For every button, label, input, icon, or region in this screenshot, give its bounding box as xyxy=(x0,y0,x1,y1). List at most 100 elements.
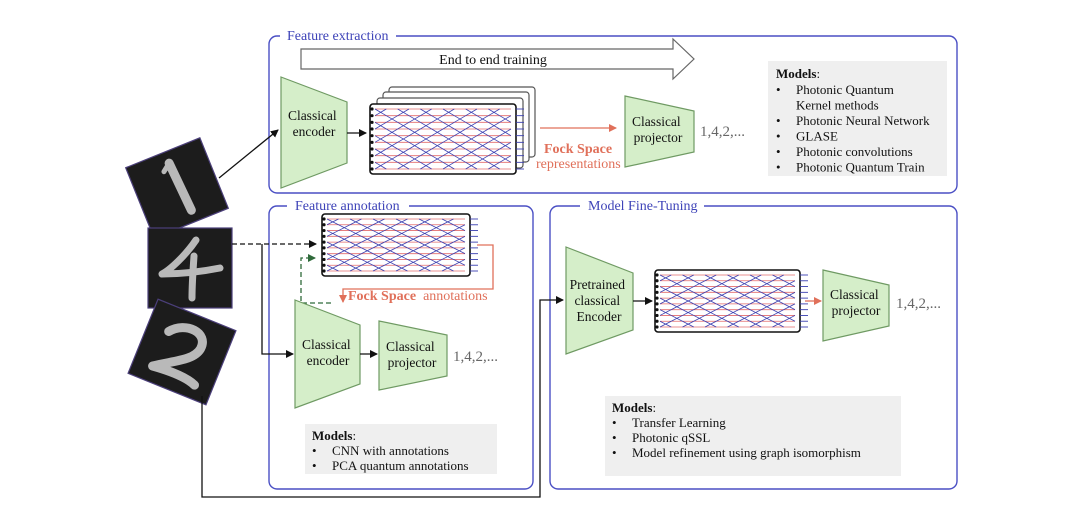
circuit-beamsplitter xyxy=(430,247,443,255)
circuit-beamsplitter xyxy=(374,148,387,157)
circuit-input-dot xyxy=(322,269,326,273)
circuit-beamsplitter xyxy=(783,303,796,311)
circuit-beamsplitter xyxy=(374,135,387,143)
circuit-beamsplitter xyxy=(659,274,672,282)
model-bullet: • xyxy=(312,458,317,473)
circuit-beamsplitter xyxy=(372,230,385,237)
circuit-beamsplitter xyxy=(408,128,421,137)
circuit-beamsplitter xyxy=(659,309,672,316)
circuit-beamsplitter xyxy=(476,115,489,123)
fa-encoder-line2: encoder xyxy=(307,353,350,368)
fe-projector-line2: projector xyxy=(634,130,683,145)
model-bullet: • xyxy=(776,129,781,144)
circuit-beamsplitter xyxy=(420,135,432,143)
circuit-beamsplitter xyxy=(338,235,351,243)
circuit-beamsplitter xyxy=(349,218,362,226)
circuit-beamsplitter xyxy=(442,108,455,117)
circuit-beamsplitter xyxy=(761,280,773,287)
fe-photonic-circuit xyxy=(369,103,524,175)
circuit-beamsplitter xyxy=(374,161,387,170)
circuit-input-dot xyxy=(655,308,659,312)
circuit-beamsplitter xyxy=(442,121,455,130)
circuit-beamsplitter xyxy=(749,309,762,316)
model-item: PCA quantum annotations xyxy=(332,458,469,473)
circuit-beamsplitter xyxy=(395,264,408,272)
circuit-input-dot xyxy=(655,290,659,294)
circuit-beamsplitter xyxy=(693,315,706,322)
ft-models-box xyxy=(605,396,901,476)
fine-tuning-title: Model Fine-Tuning xyxy=(588,199,698,214)
circuit-beamsplitter xyxy=(431,115,444,123)
circuit-beamsplitter xyxy=(476,128,489,137)
circuit-beamsplitter xyxy=(349,253,362,260)
circuit-input-dot xyxy=(655,284,659,289)
circuit-beamsplitter xyxy=(441,253,454,260)
model-bullet: • xyxy=(312,443,317,458)
circuit-beamsplitter xyxy=(349,230,362,237)
circuit-input-dot xyxy=(370,107,374,111)
circuit-beamsplitter xyxy=(397,108,410,117)
circuit-beamsplitter xyxy=(682,286,694,293)
fa-encoder-label: Classical encoder xyxy=(302,337,354,368)
circuit-beamsplitter xyxy=(749,286,762,293)
model-bullet: • xyxy=(612,445,617,460)
fa-encoder-line1: Classical xyxy=(302,337,351,352)
model-item: Photonic Quantum Train xyxy=(796,160,925,175)
circuit-beamsplitter xyxy=(361,259,374,266)
circuit-input-dot xyxy=(655,313,659,318)
circuit-beamsplitter xyxy=(659,286,672,293)
fe-output-classes: 1,4,2,... xyxy=(700,124,745,140)
circuit-beamsplitter xyxy=(704,286,717,293)
circuit-beamsplitter xyxy=(488,108,500,117)
circuit-beamsplitter xyxy=(338,224,351,231)
circuit-beamsplitter xyxy=(716,291,728,299)
circuit-beamsplitter xyxy=(488,161,500,170)
circuit-beamsplitter xyxy=(395,253,408,260)
circuit-beamsplitter xyxy=(783,315,796,322)
circuit-beamsplitter xyxy=(420,121,432,130)
model-bullet: • xyxy=(776,82,781,97)
circuit-beamsplitter xyxy=(727,274,739,282)
circuit-beamsplitter xyxy=(727,309,739,316)
circuit-beamsplitter xyxy=(395,218,408,226)
circuit-input-dot xyxy=(370,120,374,124)
model-item: Transfer Learning xyxy=(632,415,726,430)
circuit-beamsplitter xyxy=(408,141,421,150)
circuit-beamsplitter xyxy=(659,297,672,305)
circuit-beamsplitter xyxy=(499,141,512,150)
circuit-beamsplitter xyxy=(704,320,717,328)
circuit-beamsplitter xyxy=(727,286,739,293)
fe-projector-line1: Classical xyxy=(632,114,681,129)
fa-projector-line2: projector xyxy=(388,355,437,370)
circuit-beamsplitter xyxy=(418,264,431,272)
fe-fock-representations-label: representations xyxy=(536,157,621,172)
circuit-beamsplitter xyxy=(772,309,784,316)
circuit-beamsplitter xyxy=(338,259,351,266)
circuit-beamsplitter xyxy=(453,259,466,266)
model-item: Photonic qSSL xyxy=(632,430,710,445)
ft-classical-projector xyxy=(822,269,890,342)
end-to-end-training-label: End to end training xyxy=(439,53,547,68)
circuit-beamsplitter xyxy=(476,155,489,163)
circuit-beamsplitter xyxy=(349,264,362,272)
model-item: Photonic Neural Network xyxy=(796,113,930,128)
ft-photonic-circuit xyxy=(654,269,808,333)
circuit-input-dot xyxy=(655,296,659,300)
model-item: Photonic Quantum xyxy=(796,82,894,97)
circuit-beamsplitter xyxy=(772,297,784,305)
circuit-beamsplitter xyxy=(442,161,455,170)
circuit-beamsplitter xyxy=(454,155,466,163)
circuit-beamsplitter xyxy=(418,241,431,249)
circuit-beamsplitter xyxy=(420,108,432,117)
circuit-input-dot xyxy=(370,114,374,118)
ft-encoder-line2: classical xyxy=(574,293,620,308)
circuit-beamsplitter xyxy=(738,303,751,311)
fe-projector-label: Classical projector xyxy=(632,114,684,145)
circuit-beamsplitter xyxy=(682,320,694,328)
end-to-end-training-arrow xyxy=(300,37,695,81)
circuit-input-dot xyxy=(322,240,326,244)
circuit-beamsplitter xyxy=(386,155,398,163)
circuit-beamsplitter xyxy=(431,155,444,163)
